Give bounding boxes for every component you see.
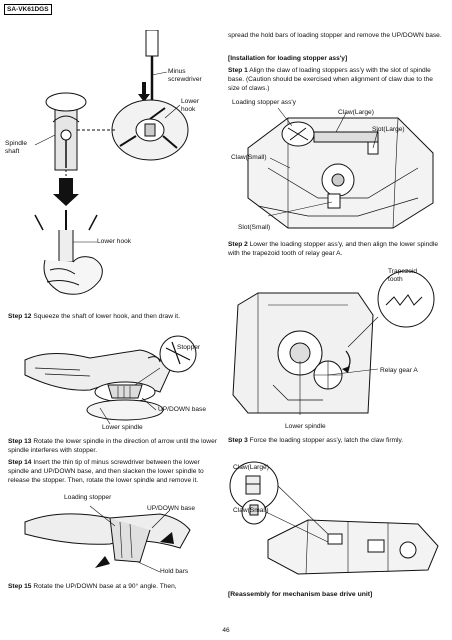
step2-text: Lower the loading stopper ass'y, and the… <box>228 241 439 258</box>
minus-screwdriver-label: Minus screwdriver <box>168 68 202 83</box>
up-down-base-label: UP/DOWN base <box>158 406 206 413</box>
spindle-shaft-label: Spindle shaft <box>5 140 27 155</box>
reassembly-heading: [Reassembly for mechanism base drive uni… <box>228 591 373 598</box>
step1-label: Step 1 <box>228 67 248 74</box>
step3-label: Step 3 <box>228 437 248 444</box>
step14-paragraph: Step 14 Insert the thin tip of minus scr… <box>8 458 220 486</box>
figure-relay-gear <box>228 265 443 425</box>
step12-paragraph: Step 12 Squeeze the shaft of lower hook,… <box>8 312 220 321</box>
step13-label: Step 13 <box>8 438 32 445</box>
step15-paragraph: Step 15 Rotate the UP/DOWN base at a 90°… <box>8 582 220 591</box>
trapezoid-tooth-label: Trapezoid tooth <box>388 268 418 283</box>
lower-hook-label-bottom: Lower hook <box>97 238 132 245</box>
step13-paragraph: Step 13 Rotate the lower spindle in the … <box>8 437 220 455</box>
up-down-base-label-2: UP/DOWN base <box>147 505 195 512</box>
claw-small-label: Claw(Small) <box>231 154 267 161</box>
install-heading: [Installation for loading stopper ass'y] <box>228 55 348 62</box>
loading-stopper-label: Loading stopper <box>64 494 112 501</box>
step13-text: Rotate the lower spindle in the directio… <box>8 438 217 455</box>
claw-small-label-2: Claw(Small) <box>233 507 269 514</box>
slot-large-label: Slot(Large) <box>372 126 405 133</box>
figure-lower-hook <box>15 30 225 310</box>
step2-label: Step 2 <box>228 241 248 248</box>
lower-hook-label-top: Lower hook <box>181 98 199 113</box>
step14-label: Step 14 <box>8 459 32 466</box>
step12-label: Step 12 <box>8 313 32 320</box>
lower-spindle-label-right: Lower spindle <box>285 423 326 430</box>
stopper-label: Stopper <box>177 344 201 351</box>
step3-paragraph: Step 3 Force the loading stopper ass'y, … <box>228 436 443 445</box>
page-number: 46 <box>222 627 230 634</box>
step1-text: Align the claw of loading stoppers ass'y… <box>228 67 433 93</box>
figure-loading-stopper-assy <box>228 98 443 238</box>
claw-large-label: Claw(Large) <box>338 109 374 116</box>
step1-paragraph: Step 1 Align the claw of loading stopper… <box>228 66 443 94</box>
lower-spindle-label-left: Lower spindle <box>102 424 143 431</box>
loading-stopper-assy-label: Loading stopper ass'y <box>232 99 296 106</box>
model-tag: SA-VK61DGS <box>4 4 52 15</box>
step15-label: Step 15 <box>8 583 32 590</box>
figure-loading-stopper <box>20 500 225 582</box>
figure-stopper <box>20 330 225 430</box>
figure-claw-latch <box>228 450 443 582</box>
relay-gear-a-label: Relay gear A <box>380 367 418 374</box>
step14-text: Insert the thin tip of minus screwdriver… <box>8 459 204 485</box>
step3-text: Force the loading stopper ass'y, latch t… <box>249 437 404 444</box>
step15-text: Rotate the UP/DOWN base at a 90° angle. … <box>33 583 177 590</box>
step2-paragraph: Step 2 Lower the loading stopper ass'y, … <box>228 240 443 258</box>
slot-small-label: Slot(Small) <box>238 224 271 231</box>
right-intro-paragraph: spread the hold bars of loading stopper … <box>228 32 442 39</box>
hold-bars-label: Hold bars <box>160 568 189 575</box>
claw-large-label-2: Claw(Large) <box>233 464 269 471</box>
step12-text: Squeeze the shaft of lower hook, and the… <box>33 313 180 320</box>
